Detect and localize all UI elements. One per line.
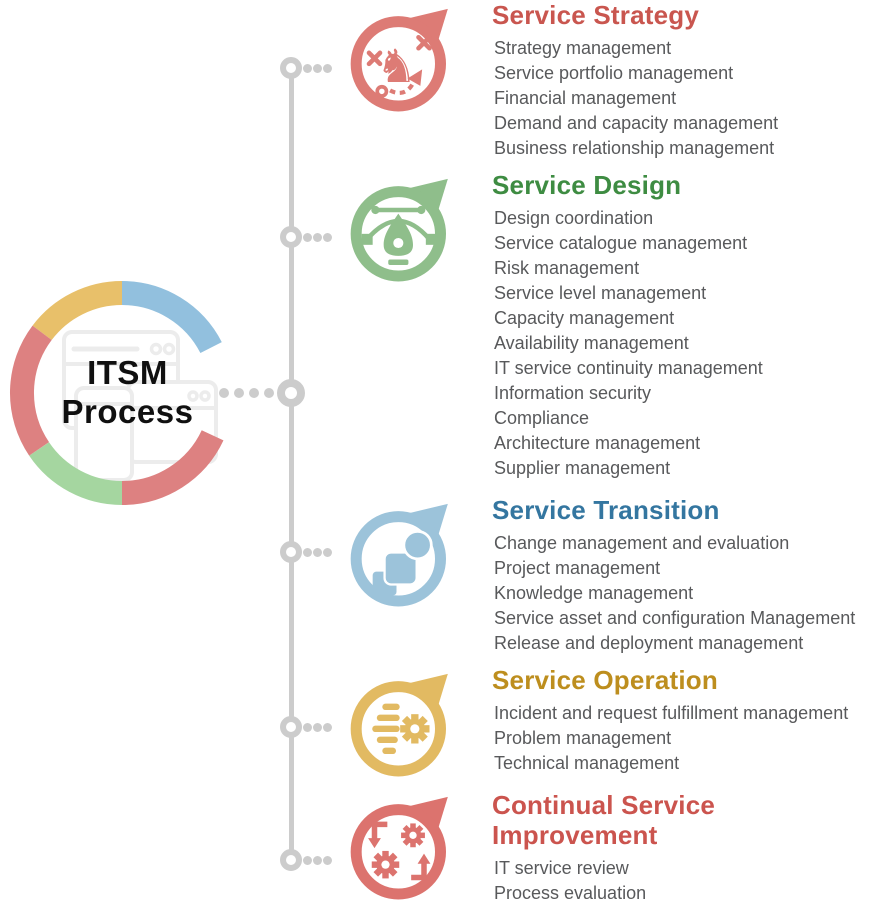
- connector-dot: [313, 64, 322, 73]
- list-item: Service level management: [494, 283, 707, 303]
- connector-dot: [323, 548, 332, 557]
- connector-dot: [313, 856, 322, 865]
- list-item: Knowledge management: [494, 583, 694, 603]
- itsm-ring-graphic: [10, 280, 224, 505]
- pen-tool-design-icon: [350, 178, 448, 282]
- connector-dot: [313, 233, 322, 242]
- section-title: Service Transition: [492, 495, 720, 525]
- list-item: Demand and capacity management: [494, 113, 779, 133]
- center-title-line1: ITSM: [87, 354, 168, 391]
- list-item: Risk management: [494, 258, 640, 278]
- list-item: Change management and evaluation: [494, 533, 790, 553]
- list-item: Service portfolio management: [494, 63, 734, 83]
- connector-dot: [323, 856, 332, 865]
- section-title: Service Operation: [492, 665, 718, 695]
- list-item: Architecture management: [494, 433, 701, 453]
- list-item: Financial management: [494, 88, 677, 108]
- list-item: IT service continuity management: [494, 358, 763, 378]
- connector-dot: [303, 723, 312, 732]
- list-item: Service catalogue management: [494, 233, 748, 253]
- timeline-node-design: [280, 226, 302, 248]
- list-item: Technical management: [494, 753, 680, 773]
- list-item: Strategy management: [494, 38, 672, 58]
- section-title: Service Design: [492, 170, 682, 200]
- connector-dot: [303, 64, 312, 73]
- section-service-transition: Service Transition Change management and…: [0, 495, 889, 656]
- connector-dot: [303, 856, 312, 865]
- list-item: Design coordination: [494, 208, 654, 228]
- center-title-line2: Process: [61, 393, 194, 430]
- list-item: IT service review: [494, 858, 629, 878]
- chess-knight-strategy-icon: ♞: [350, 8, 448, 112]
- list-item: Incident and request fulfillment managem…: [494, 703, 849, 723]
- connector-dot: [313, 723, 322, 732]
- connector-dot: [264, 388, 274, 398]
- timeline-node-strategy: [280, 57, 302, 79]
- section-item-list: Incident and request fulfillment managem…: [494, 701, 889, 776]
- gear-speed-operation-icon: [350, 673, 448, 777]
- connector-dot: [323, 233, 332, 242]
- list-item: Project management: [494, 558, 661, 578]
- list-item: Availability management: [494, 333, 689, 353]
- browser-windows-illustration: [62, 330, 218, 482]
- list-item: Capacity management: [494, 308, 675, 328]
- shapes-transition-icon: [350, 503, 448, 607]
- section-service-operation: Service Operation Incident and request f…: [0, 665, 889, 777]
- section-title: Service Strategy: [492, 0, 699, 30]
- connector-dot: [323, 723, 332, 732]
- list-item: Compliance: [494, 408, 590, 428]
- list-item: Business relationship management: [494, 138, 775, 158]
- list-item: Release and deployment management: [494, 633, 804, 653]
- list-item: Supplier management: [494, 458, 671, 478]
- list-item: Information security: [494, 383, 652, 403]
- connector-dot: [313, 548, 322, 557]
- connector-dot: [323, 64, 332, 73]
- list-item: Problem management: [494, 728, 672, 748]
- connector-dot: [303, 233, 312, 242]
- timeline-node-improvement: [280, 849, 302, 871]
- connector-dot: [219, 388, 229, 398]
- connector-dot: [234, 388, 244, 398]
- connector-dot: [249, 388, 259, 398]
- section-continual-service-improvement: Continual Service Improvement IT service…: [0, 790, 889, 906]
- itsm-ring-segments: [10, 280, 224, 505]
- timeline-node-center: [277, 379, 305, 407]
- timeline-node-transition: [280, 541, 302, 563]
- timeline-node-operation: [280, 716, 302, 738]
- section-title: Continual Service Improvement: [492, 790, 716, 850]
- center-title: ITSM Process: [5, 353, 250, 431]
- connector-dot: [303, 548, 312, 557]
- timeline-line: [289, 68, 294, 860]
- list-item: Service asset and configuration Manageme…: [494, 608, 856, 628]
- gears-cycle-improvement-icon: [350, 796, 448, 900]
- list-item: Process evaluation: [494, 883, 647, 903]
